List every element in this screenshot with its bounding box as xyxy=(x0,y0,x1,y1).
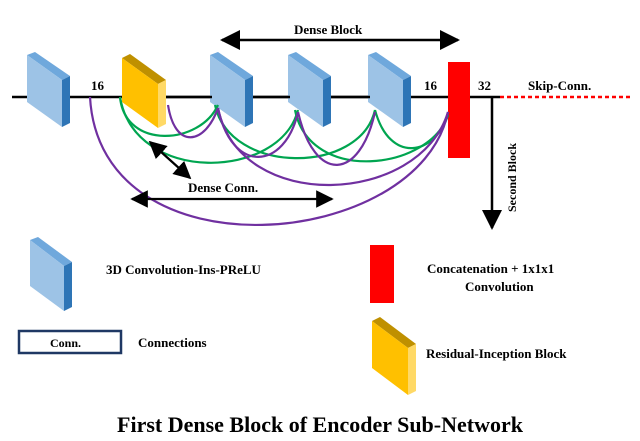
channel-label-16-first: 16 xyxy=(91,78,105,93)
conv-block-2 xyxy=(210,52,253,127)
legend-connections-label: Connections xyxy=(138,335,207,350)
concat-block xyxy=(448,62,470,158)
channel-label-16-concat: 16 xyxy=(424,78,438,93)
dense-conn-arrow-diagonal xyxy=(148,140,192,180)
dense-block-label: Dense Block xyxy=(294,22,363,37)
dense-arcs-purple xyxy=(88,96,450,226)
residual-inception-block xyxy=(122,54,166,128)
dense-conn-label: Dense Conn. xyxy=(188,180,258,195)
legend-conv-label: 3D Convolution-Ins-PReLU xyxy=(106,262,262,277)
legend-concat-label-line1: Concatenation + 1x1x1 xyxy=(427,261,554,276)
skip-conn-label: Skip-Conn. xyxy=(528,78,591,93)
legend-conn-box-label: Conn. xyxy=(50,336,81,350)
conv-block-1 xyxy=(27,52,70,127)
legend-conn-box xyxy=(17,329,123,355)
legend-concat-label-line2: Convolution xyxy=(465,279,534,294)
figure-caption: First Dense Block of Encoder Sub-Network xyxy=(117,412,524,437)
legend-conv-icon xyxy=(30,237,72,311)
legend-residual-icon xyxy=(372,317,416,395)
legend-concat-icon xyxy=(370,245,394,303)
conv-block-4 xyxy=(368,52,411,127)
legend-residual-label: Residual-Inception Block xyxy=(426,346,567,361)
channel-label-32: 32 xyxy=(478,78,491,93)
conv-block-3 xyxy=(288,52,331,127)
second-block-label: Second Block xyxy=(505,143,519,212)
